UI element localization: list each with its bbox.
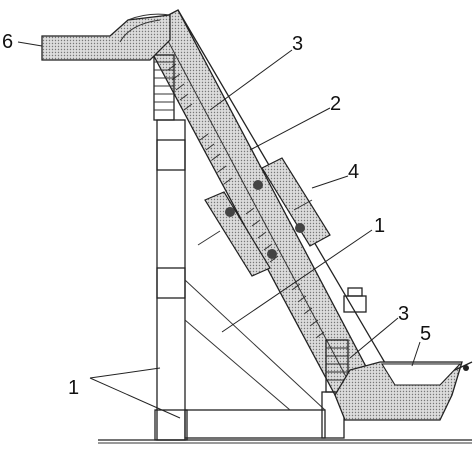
callout-3-top: 3: [292, 33, 303, 55]
column-foot-left: [154, 409, 188, 441]
discharge-chute: [41, 13, 171, 61]
callout-2: 2: [330, 93, 341, 115]
inclined-trough: [139, 9, 389, 396]
motor-left: [204, 191, 271, 277]
column-block-upper: [156, 139, 186, 171]
column-block-middle: [156, 267, 186, 299]
trough-body: [139, 9, 373, 396]
callout-3-bottom: 3: [398, 303, 409, 325]
base-beam: [184, 409, 326, 439]
callout-1-left: 1: [68, 377, 79, 399]
spring-coils: [167, 63, 325, 339]
trough-centerline: [157, 21, 353, 389]
brace-lower: [184, 279, 326, 411]
leader-lines: [17, 41, 421, 419]
motor-right: [261, 157, 331, 247]
upper-spring-support: [153, 54, 175, 121]
motor-bolt: [225, 207, 235, 217]
motor-bolt: [253, 180, 263, 190]
callout-1-right: 1: [374, 215, 385, 237]
vibration-motors: [197, 157, 331, 277]
callout-5: 5: [420, 323, 431, 345]
motor-bolt: [267, 249, 277, 259]
ground-line: [98, 439, 472, 444]
feed-hopper: [334, 361, 473, 421]
motor-bolt: [295, 223, 305, 233]
callout-6: 6: [2, 31, 13, 53]
callout-4: 4: [348, 161, 359, 183]
